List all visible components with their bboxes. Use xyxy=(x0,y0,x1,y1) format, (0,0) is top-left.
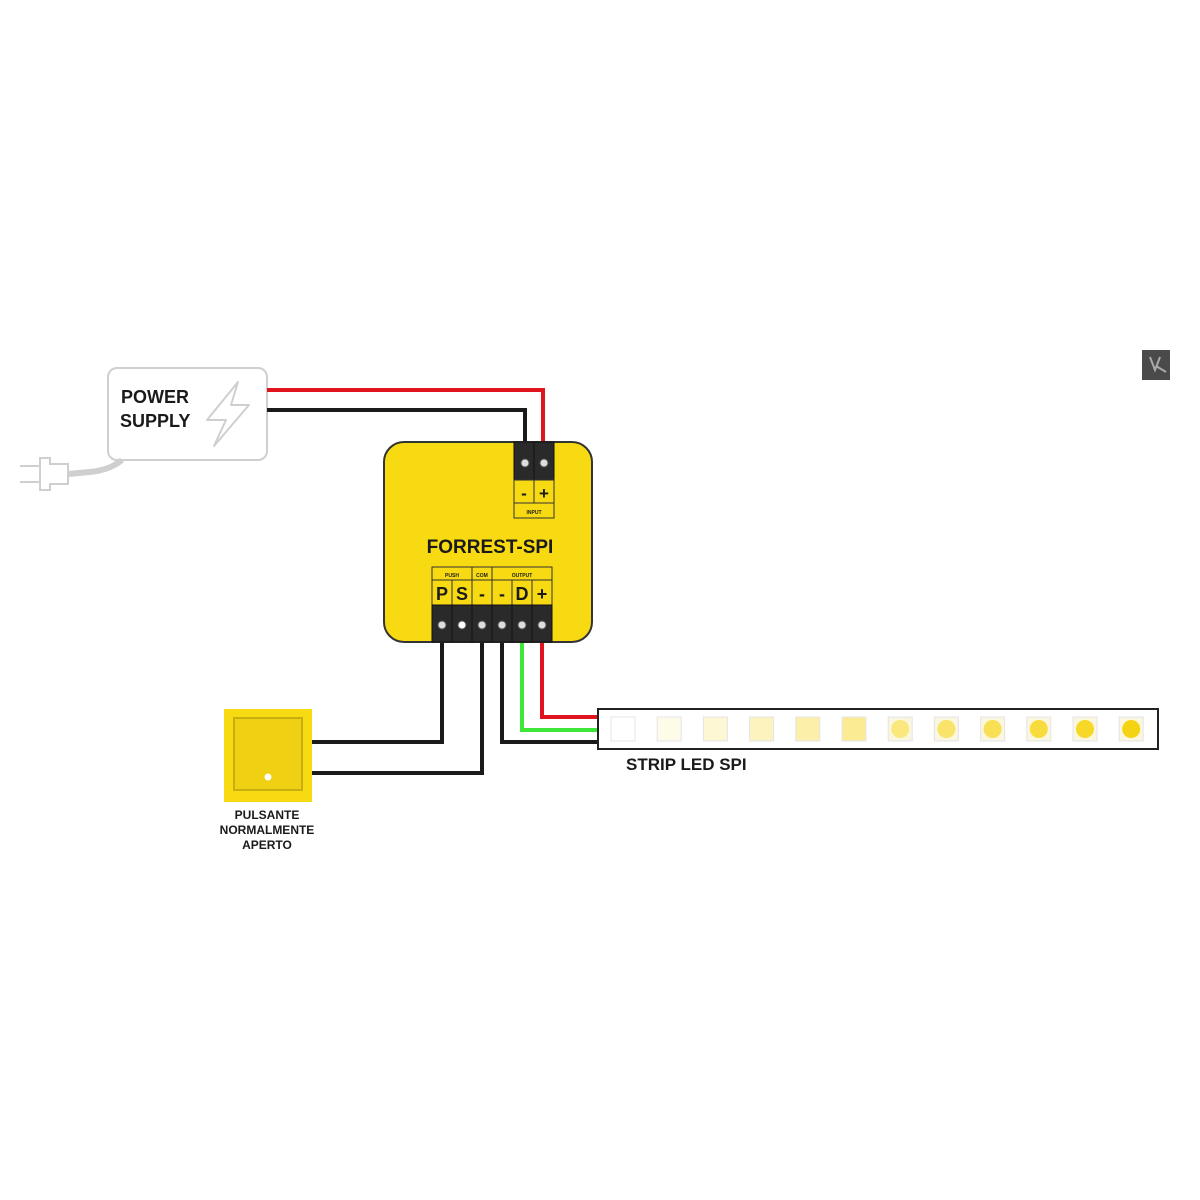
wire-data xyxy=(520,630,598,732)
plug-icon xyxy=(20,457,69,491)
controller: - + INPUT FORREST-SPI PUSH COM OUTPUT P … xyxy=(383,441,593,643)
svg-text:POWER: POWER xyxy=(121,387,189,407)
led-light xyxy=(937,720,956,738)
power-cord xyxy=(67,457,124,477)
led-chip xyxy=(656,716,682,742)
power-supply: POWER SUPPLY xyxy=(20,367,268,491)
svg-text:NORMALMENTE: NORMALMENTE xyxy=(220,823,315,837)
terminal-screw xyxy=(437,620,447,630)
svg-text:-: - xyxy=(521,484,527,503)
svg-text:S: S xyxy=(456,584,468,604)
led-light xyxy=(1076,720,1094,738)
led-light xyxy=(1122,720,1141,738)
logo-icon xyxy=(1142,350,1170,380)
terminal-screw xyxy=(517,620,527,630)
terminal-screw xyxy=(457,620,467,630)
push-button: PULSANTE NORMALMENTE APERTO xyxy=(220,709,315,852)
svg-text:PUSH: PUSH xyxy=(445,573,459,579)
led-light xyxy=(891,720,910,738)
led-chip xyxy=(702,716,728,742)
wire-output-plus xyxy=(540,630,598,719)
svg-text:D: D xyxy=(516,584,529,604)
svg-text:SUPPLY: SUPPLY xyxy=(120,411,190,431)
svg-text:PULSANTE: PULSANTE xyxy=(235,808,300,822)
led-chip xyxy=(795,716,821,742)
svg-text:-: - xyxy=(499,584,505,604)
terminal-screw xyxy=(477,620,487,630)
led-chip xyxy=(841,716,867,742)
input-terminal: - + INPUT xyxy=(513,441,555,519)
led-light xyxy=(983,720,1002,738)
svg-text:+: + xyxy=(539,484,549,503)
wire-push-p xyxy=(312,630,444,744)
output-terminal: PUSH COM OUTPUT P S - - D + xyxy=(431,566,553,643)
lightning-icon xyxy=(206,381,250,447)
led-strip: STRIP LED SPI xyxy=(597,708,1159,774)
wire-red-input xyxy=(267,388,545,458)
led-chip xyxy=(610,716,636,742)
svg-text:INPUT: INPUT xyxy=(527,510,542,516)
terminal-screw xyxy=(537,620,547,630)
svg-text:-: - xyxy=(479,584,485,604)
svg-text:+: + xyxy=(537,584,548,604)
wire-com xyxy=(312,630,484,775)
svg-text:STRIP LED SPI: STRIP LED SPI xyxy=(626,755,747,774)
svg-text:OUTPUT: OUTPUT xyxy=(512,573,533,579)
svg-text:COM: COM xyxy=(476,573,488,579)
controller-name: FORREST-SPI xyxy=(427,537,554,558)
svg-text:P: P xyxy=(436,584,448,604)
wire-output-minus xyxy=(500,630,598,744)
led-light xyxy=(1029,720,1048,738)
svg-text:APERTO: APERTO xyxy=(242,838,292,852)
led-chip xyxy=(749,716,775,742)
terminal-screw xyxy=(497,620,507,630)
